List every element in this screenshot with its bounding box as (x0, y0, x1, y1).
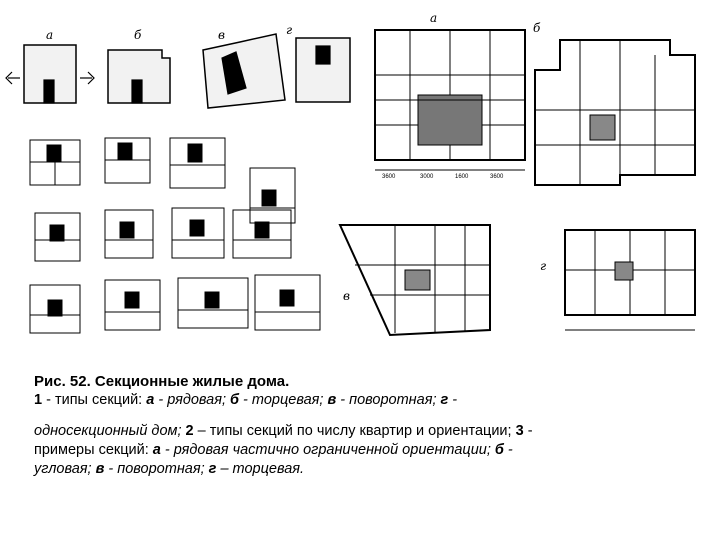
caption-text: угловая; (34, 461, 96, 477)
plan-b: б (533, 21, 696, 186)
caption-num-2: 2 (185, 423, 194, 439)
caption-line-4: угловая; в - поворотная; г – торцевая. (34, 460, 694, 479)
dim-a-2: 3000 (420, 174, 434, 180)
caption-line-2: односекционный дом; 2 – типы секций по ч… (34, 422, 694, 441)
caption-letter: а (152, 442, 161, 458)
label-plan-g: г (540, 259, 546, 273)
label-g: г (286, 23, 292, 37)
dim-a-4: 3600 (490, 174, 504, 180)
caption-title: Рис. 52. Секционные жилые дома. (34, 373, 290, 390)
dim-a-1: 3600 (382, 174, 396, 180)
label-plan-a: а (430, 11, 437, 25)
plan-a: а 3600 3000 1600 3600 (374, 11, 526, 180)
caption-text: односекционный дом; (34, 423, 186, 439)
caption-text: - рядовая частично ограниченной ориентац… (160, 442, 495, 458)
caption-text: - (503, 442, 513, 458)
label-b: б (134, 28, 142, 42)
caption-letter: б (494, 442, 504, 458)
label-plan-v: в (343, 289, 350, 303)
caption-num-1: 1 (34, 392, 43, 408)
caption-letter: в (327, 392, 337, 408)
caption-text: - типы секций: (42, 392, 147, 408)
caption-letter: в (95, 461, 105, 477)
caption-text: – типы секций по числу квартир и ориента… (193, 423, 516, 439)
caption-text: – торцевая. (216, 461, 305, 477)
section-diagrams-grid (29, 137, 321, 334)
section-type-a: а (5, 28, 95, 104)
caption-text: - торцевая; (239, 392, 328, 408)
caption-letter: г (208, 461, 217, 477)
section-type-v: в (202, 28, 286, 109)
caption-line-1: 1 - типы секций: а - рядовая; б - торцев… (34, 391, 694, 410)
caption-text: - рядовая; (154, 392, 231, 408)
section-type-g: г (286, 23, 351, 103)
label-v: в (218, 28, 225, 42)
caption-text: - (523, 423, 533, 439)
figure-caption: Рис. 52. Секционные жилые дома. 1 - типы… (34, 372, 694, 479)
caption-num-3: 3 (515, 423, 524, 439)
dim-a-3: 1600 (455, 174, 469, 180)
plan-g: г (540, 229, 696, 331)
caption-letter: г (440, 392, 449, 408)
caption-text: - поворотная; (336, 392, 441, 408)
plan-v: в (338, 224, 491, 337)
caption-letter: а (146, 392, 155, 408)
label-a: а (46, 28, 53, 42)
architectural-figure: а б в г (5, 11, 696, 337)
caption-text: примеры секций: (34, 442, 153, 458)
caption-letter: б (230, 392, 240, 408)
caption-text: - (448, 392, 458, 408)
caption-text: - поворотная; (104, 461, 209, 477)
caption-line-3: примеры секций: а - рядовая частично огр… (34, 441, 694, 460)
section-type-b: б (107, 28, 171, 104)
label-plan-b: б (533, 21, 541, 35)
